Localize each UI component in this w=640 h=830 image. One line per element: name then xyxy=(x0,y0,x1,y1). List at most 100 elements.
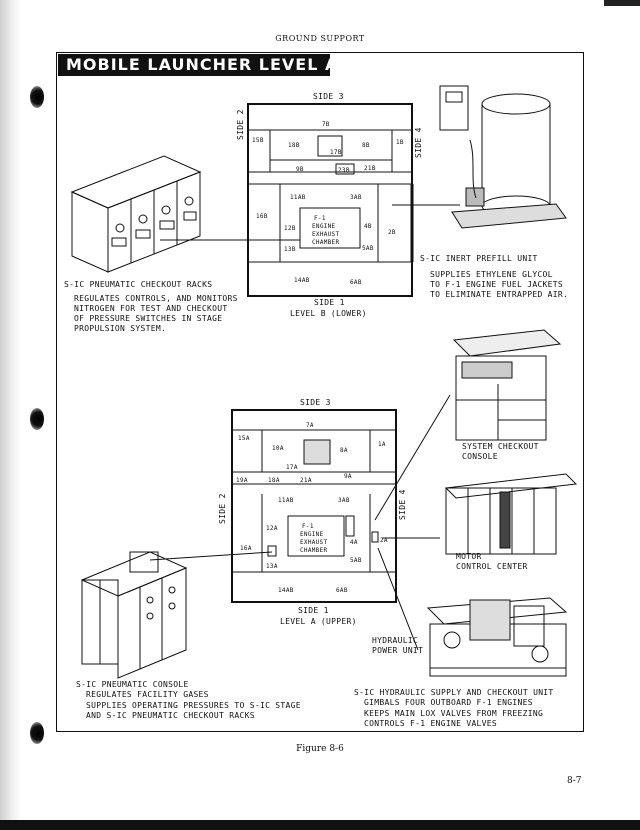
inert-prefill-line: TO ELIMINATE ENTRAPPED AIR. xyxy=(430,290,569,299)
running-head: GROUND SUPPORT xyxy=(275,34,365,43)
room-label: 5AB xyxy=(350,557,362,564)
room-label: 3AB xyxy=(350,194,362,201)
hydraulic-power-label: POWER UNIT xyxy=(372,646,424,655)
room-label: 13A xyxy=(266,563,278,570)
leader-pneumatic-console xyxy=(149,551,273,561)
room-label: 12A xyxy=(266,525,278,532)
room-label: 4B xyxy=(364,223,372,230)
room-label: 13B xyxy=(284,246,296,253)
scan-top-edge xyxy=(604,0,640,6)
room-label: 16A xyxy=(240,545,252,552)
level-b-side-1: SIDE 1 xyxy=(314,298,345,307)
figure-title: MOBILE LAUNCHER LEVEL A AND B xyxy=(58,54,406,76)
level-b-side-4: SIDE 4 xyxy=(414,127,423,158)
chamber-label: F-1 xyxy=(302,523,314,530)
level-a-side-2: SIDE 2 xyxy=(218,493,227,524)
chamber-label: EXHAUST xyxy=(300,539,328,546)
motor-control-illustration xyxy=(444,473,578,555)
pneumatic-racks-title: S-IC PNEUMATIC CHECKOUT RACKS xyxy=(64,280,213,289)
leader-system-checkout xyxy=(374,394,451,521)
hydraulic-supply-line: CONTROLS F-1 ENGINE VALVES xyxy=(364,719,498,728)
level-b-side-2: SIDE 2 xyxy=(236,109,245,140)
room-label: 7B xyxy=(322,121,330,128)
room-label: 18B xyxy=(288,142,300,149)
room-label: 15B xyxy=(252,137,264,144)
room-label: 16B xyxy=(256,213,268,220)
binder-hole xyxy=(30,722,44,744)
chamber-label: CHAMBER xyxy=(300,547,328,554)
room-label: 2A xyxy=(380,537,388,544)
pneumatic-racks-illustration xyxy=(70,155,202,273)
level-a-floor-plan xyxy=(231,409,397,603)
motor-control-label: CONTROL CENTER xyxy=(456,562,528,571)
pneumatic-racks-line: PROPULSION SYSTEM. xyxy=(74,324,167,333)
room-label: 11AB xyxy=(290,194,306,201)
system-checkout-label: CONSOLE xyxy=(462,452,498,461)
binder-hole xyxy=(30,86,44,108)
figure-frame xyxy=(56,52,584,732)
chamber-label: CHAMBER xyxy=(312,239,340,246)
room-label: 8A xyxy=(340,447,348,454)
hydraulic-unit-illustration xyxy=(426,597,568,677)
pneumatic-console-title: S-IC PNEUMATIC CONSOLE xyxy=(76,680,189,689)
system-checkout-label: SYSTEM CHECKOUT xyxy=(462,442,539,451)
level-b-floor-plan xyxy=(247,103,414,297)
room-label: 4A xyxy=(350,539,358,546)
inert-prefill-title: S-IC INERT PREFILL UNIT xyxy=(420,254,538,263)
room-label: 9B xyxy=(296,166,304,173)
pneumatic-console-line: REGULATES FACILITY GASES xyxy=(86,690,209,699)
room-label: 8B xyxy=(362,142,370,149)
chamber-label: ENGINE xyxy=(300,531,324,538)
hydraulic-supply-title: S-IC HYDRAULIC SUPPLY AND CHECKOUT UNIT xyxy=(354,688,554,697)
inert-prefill-line: SUPPLIES ETHYLENE GLYCOL xyxy=(430,270,553,279)
room-label: 9A xyxy=(344,473,352,480)
room-label: 12B xyxy=(284,225,296,232)
room-label: 17A xyxy=(286,464,298,471)
system-checkout-illustration xyxy=(452,329,562,441)
room-label: 21B xyxy=(364,165,376,172)
room-label: 17B xyxy=(330,149,342,156)
room-label: 11AB xyxy=(278,497,294,504)
room-label: 6AB xyxy=(350,279,362,286)
room-label: 19A xyxy=(236,477,248,484)
room-label: 14AB xyxy=(294,277,310,284)
level-b-level-label: LEVEL B (LOWER) xyxy=(290,309,367,318)
room-label: 1A xyxy=(378,441,386,448)
binder-hole xyxy=(30,408,44,430)
pneumatic-racks-line: OF PRESSURE SWITCHES IN STAGE xyxy=(74,314,223,323)
room-label: 2B xyxy=(388,229,396,236)
scan-left-edge xyxy=(0,0,22,830)
page-number: 8-7 xyxy=(567,776,582,786)
room-label: 10A xyxy=(272,445,284,452)
level-b-side-3: SIDE 3 xyxy=(313,92,344,101)
pneumatic-console-line: SUPPLIES OPERATING PRESSURES TO S-IC STA… xyxy=(86,701,301,710)
figure-caption: Figure 8-6 xyxy=(296,744,344,754)
pneumatic-console-line: AND S-IC PNEUMATIC CHECKOUT RACKS xyxy=(86,711,255,720)
pneumatic-racks-line: REGULATES CONTROLS, AND MONITORS xyxy=(74,294,238,303)
pneumatic-racks-line: NITROGEN FOR TEST AND CHECKOUT xyxy=(74,304,228,313)
hydraulic-power-label: HYDRAULIC xyxy=(372,636,419,645)
room-label: 18A xyxy=(268,477,280,484)
hydraulic-supply-line: GIMBALS FOUR OUTBOARD F-1 ENGINES xyxy=(364,698,533,707)
room-label: 23B xyxy=(338,167,350,174)
room-label: 7A xyxy=(306,422,314,429)
inert-prefill-line: TO F-1 ENGINE FUEL JACKETS xyxy=(430,280,564,289)
motor-control-label: MOTOR xyxy=(456,552,482,561)
level-a-level-label: LEVEL A (UPPER) xyxy=(280,617,357,626)
scan-bottom-edge xyxy=(0,820,640,830)
level-a-side-3: SIDE 3 xyxy=(300,398,331,407)
level-a-side-1: SIDE 1 xyxy=(298,606,329,615)
chamber-label: F-1 xyxy=(314,215,326,222)
room-label: 3AB xyxy=(338,497,350,504)
chamber-label: EXHAUST xyxy=(312,231,340,238)
chamber-label: ENGINE xyxy=(312,223,336,230)
room-label: 5AB xyxy=(362,245,374,252)
room-label: 1B xyxy=(396,139,404,146)
room-label: 15A xyxy=(238,435,250,442)
hydraulic-supply-line: KEEPS MAIN LOX VALVES FROM FREEZING xyxy=(364,709,544,718)
pneumatic-console-illustration xyxy=(80,551,188,679)
level-a-side-4: SIDE 4 xyxy=(398,489,407,520)
room-label: 14AB xyxy=(278,587,294,594)
